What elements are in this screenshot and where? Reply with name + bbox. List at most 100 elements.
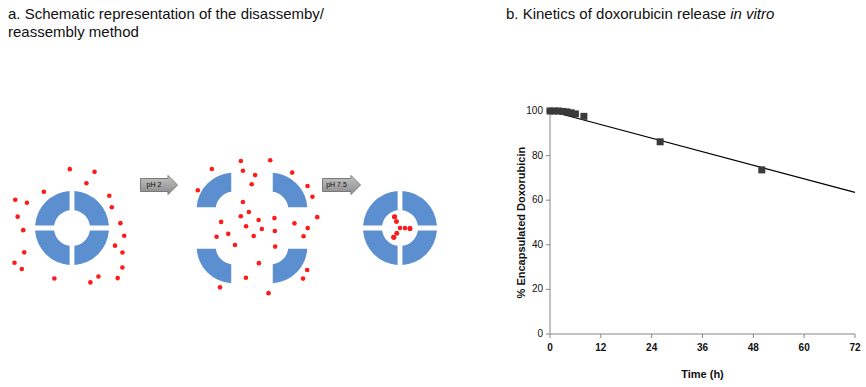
drug-molecule xyxy=(310,194,315,199)
drug-molecule xyxy=(392,235,397,240)
drug-molecule xyxy=(42,189,47,194)
tick-mark xyxy=(550,334,551,338)
drug-molecule xyxy=(226,232,231,237)
drug-molecule xyxy=(67,167,72,172)
drug-molecule xyxy=(210,167,215,172)
data-marker xyxy=(657,138,664,145)
tick-label: 40 xyxy=(532,239,543,251)
drug-molecule xyxy=(218,285,223,290)
drug-molecule xyxy=(391,235,396,240)
tick-label: 48 xyxy=(748,342,759,354)
tick-label: 60 xyxy=(799,342,810,354)
tick-mark xyxy=(546,289,550,290)
drug-molecule xyxy=(266,291,271,296)
drug-molecule xyxy=(301,234,306,239)
data-marker xyxy=(758,166,765,173)
protein-segment xyxy=(35,191,70,226)
protein-segment xyxy=(363,191,398,226)
protein-segment xyxy=(74,230,109,265)
axis-title: Time (h) xyxy=(681,368,724,381)
drug-molecule xyxy=(88,280,93,285)
disassembled-cage xyxy=(197,173,308,284)
drug-molecule xyxy=(256,218,261,223)
drug-molecule xyxy=(120,250,125,255)
tick-mark xyxy=(546,200,550,201)
assembled-cage xyxy=(35,191,109,265)
arrow-shape xyxy=(141,176,178,195)
drug-molecule xyxy=(408,226,413,231)
drug-molecule xyxy=(239,214,244,219)
drug-molecule xyxy=(52,276,57,281)
panel-heading-text: b. Kinetics of doxorubicin release xyxy=(506,5,726,22)
drug-molecule xyxy=(305,184,310,189)
tick-mark xyxy=(855,334,856,338)
condition-label: pH 2 xyxy=(140,175,168,195)
data-marker xyxy=(580,113,587,120)
protein-segment xyxy=(35,230,70,265)
drug-molecule xyxy=(12,260,17,265)
drug-molecule xyxy=(22,250,27,255)
drug-molecule xyxy=(15,214,20,219)
drug-molecule xyxy=(403,226,408,231)
protein-segment xyxy=(273,173,308,208)
drug-molecule xyxy=(408,226,413,231)
protein-segment xyxy=(402,230,437,265)
drug-molecule xyxy=(84,181,89,186)
tick-mark xyxy=(600,334,601,338)
drug-molecule xyxy=(196,188,201,193)
tick-mark xyxy=(804,334,805,338)
drug-molecule xyxy=(393,214,398,219)
drug-molecule xyxy=(408,227,413,232)
drug-molecule xyxy=(241,200,246,205)
drug-molecule xyxy=(13,197,18,202)
drug-molecule xyxy=(398,226,403,231)
drug-molecule xyxy=(19,267,24,272)
panel-heading: b. Kinetics of doxorubicin releasein vit… xyxy=(506,5,774,23)
tick-label: 24 xyxy=(646,342,657,354)
arrow-shape xyxy=(323,176,361,195)
ph-arrow: pH 7.5 xyxy=(322,175,361,195)
tick-label: 72 xyxy=(849,342,860,354)
protein-segment xyxy=(273,249,308,284)
drug-molecule xyxy=(21,228,26,233)
drug-molecule xyxy=(392,215,397,220)
drug-molecule xyxy=(257,261,262,266)
reassembled-cage xyxy=(363,191,437,265)
drug-molecule xyxy=(244,224,249,229)
drug-molecule xyxy=(273,229,278,234)
axis-title: % Encapsulated Doxorubicin xyxy=(515,147,528,299)
drug-molecule xyxy=(122,233,127,238)
drug-molecule xyxy=(92,170,97,175)
drug-molecule xyxy=(301,276,306,281)
drug-molecule xyxy=(113,243,118,248)
drug-molecule xyxy=(110,205,115,210)
tick-label: 80 xyxy=(532,150,543,162)
drug-molecule xyxy=(118,221,123,226)
tick-mark xyxy=(546,155,550,156)
drug-molecule xyxy=(394,219,399,224)
tick-label: 100 xyxy=(526,105,543,117)
drug-molecule xyxy=(260,227,265,232)
drug-molecule xyxy=(239,159,244,164)
drug-molecule xyxy=(96,274,101,279)
protein-segment xyxy=(197,173,232,208)
drug-molecule xyxy=(214,234,219,239)
trend-line xyxy=(550,111,855,192)
tick-label: 12 xyxy=(595,342,606,354)
drug-molecule xyxy=(233,243,238,248)
drug-molecule xyxy=(219,220,224,225)
tick-label: 20 xyxy=(532,283,543,295)
drug-molecule xyxy=(115,276,120,281)
drug-molecule xyxy=(392,215,397,220)
tick-mark xyxy=(753,334,754,338)
drug-molecule xyxy=(251,234,256,239)
tick-mark xyxy=(651,334,652,338)
protein-segment xyxy=(402,191,437,226)
protein-segment xyxy=(363,230,398,265)
drug-molecule xyxy=(290,170,295,175)
tick-label: 0 xyxy=(537,328,543,340)
drug-molecule xyxy=(25,201,30,206)
drug-molecule xyxy=(272,216,277,221)
tick-label: 60 xyxy=(532,194,543,206)
